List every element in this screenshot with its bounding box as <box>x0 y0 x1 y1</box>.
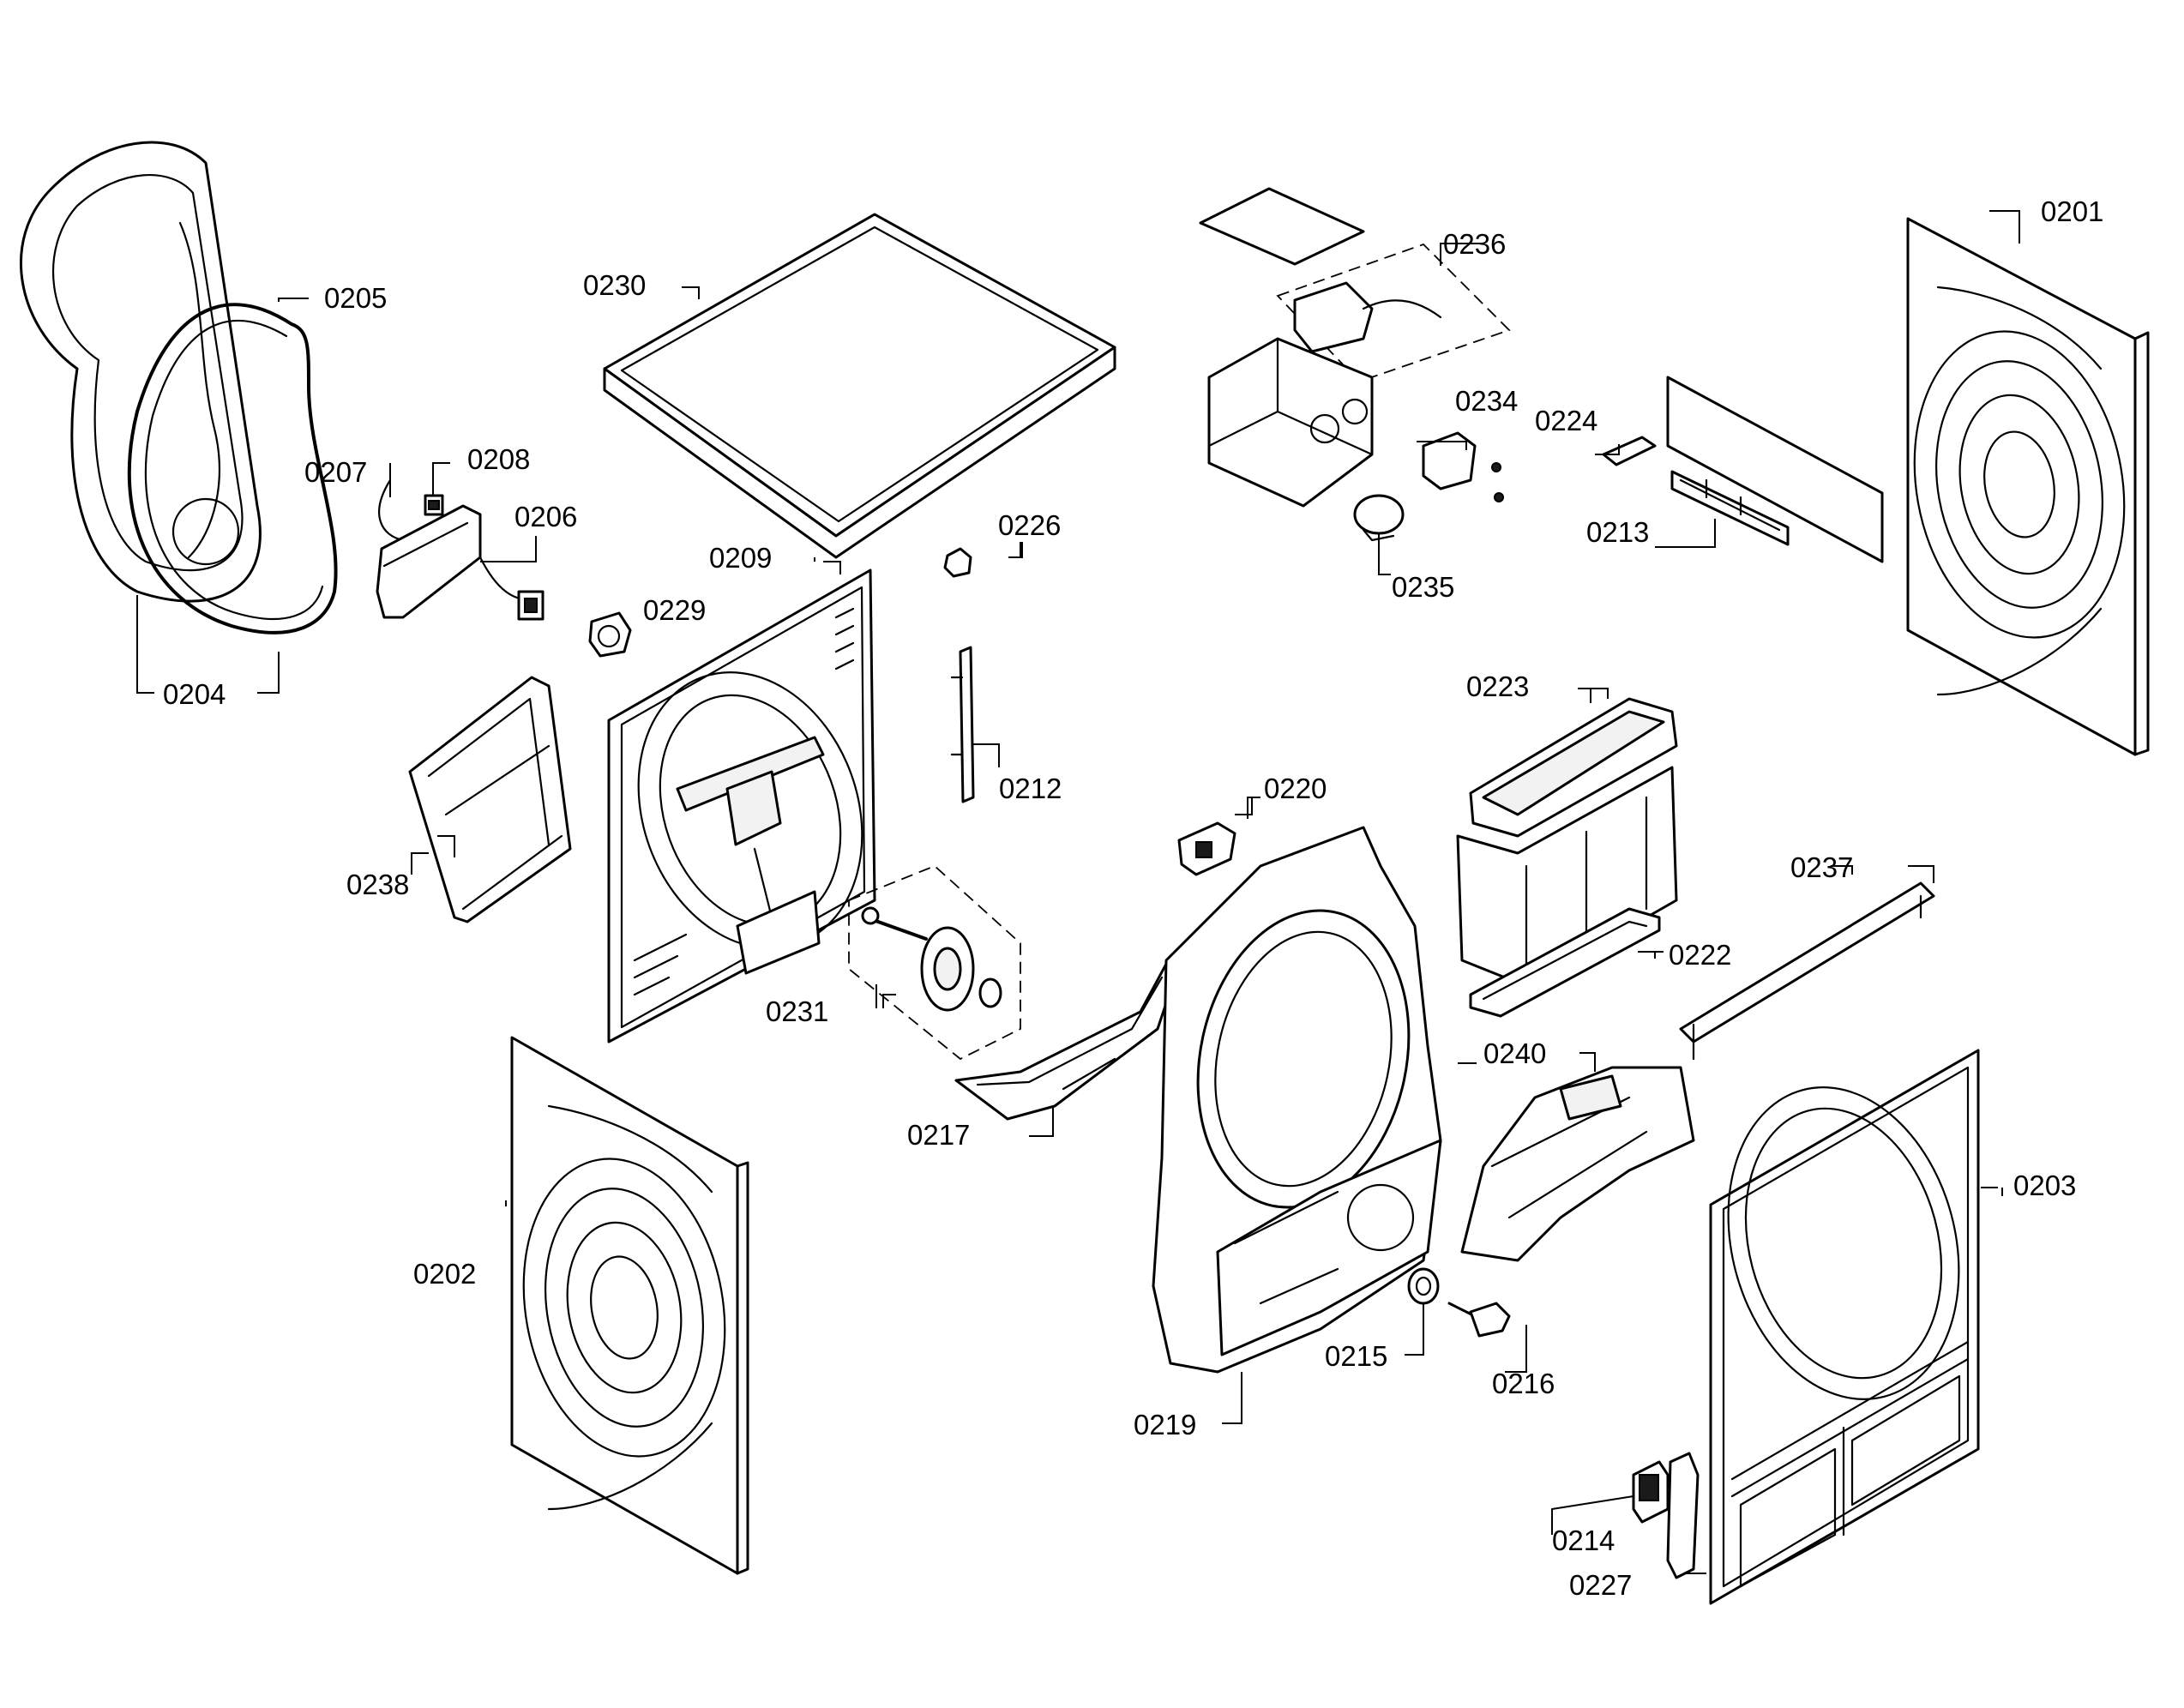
part-0204-door-frame <box>19 141 262 603</box>
part-0212-bracket <box>950 646 975 803</box>
part-0201-side-panel <box>1906 217 2150 756</box>
label-0230: 0230 <box>583 269 646 301</box>
label-0215: 0215 <box>1325 1340 1387 1372</box>
label-0224: 0224 <box>1535 405 1597 436</box>
label-0201: 0201 <box>2041 195 2103 227</box>
part-0206-door-lock <box>376 504 544 621</box>
label-0209: 0209 <box>709 542 772 574</box>
part-0230-top-cover <box>603 213 1116 559</box>
part-0240-blower-housing <box>1460 1066 1695 1262</box>
label-0226: 0226 <box>998 509 1061 541</box>
part-0213-control-board <box>1666 376 1884 563</box>
label-0208: 0208 <box>467 443 530 475</box>
label-0216: 0216 <box>1492 1368 1555 1399</box>
label-0213: 0213 <box>1586 516 1649 548</box>
part-0208-clip <box>424 494 444 516</box>
part-0214-switch <box>1632 1460 1670 1524</box>
label-0205: 0205 <box>324 282 387 314</box>
part-0234-selector <box>1422 431 1504 502</box>
label-0202: 0202 <box>413 1258 476 1290</box>
part-0229-sensor <box>588 611 632 658</box>
label-0235: 0235 <box>1392 571 1454 603</box>
label-0234: 0234 <box>1455 385 1518 417</box>
label-0212: 0212 <box>999 773 1062 804</box>
label-0223: 0223 <box>1466 671 1529 702</box>
label-0203: 0203 <box>2013 1170 2076 1201</box>
label-0214: 0214 <box>1552 1525 1615 1556</box>
label-0217: 0217 <box>907 1119 970 1151</box>
leader-lines <box>136 210 2020 1574</box>
label-0231: 0231 <box>766 995 828 1027</box>
label-0238: 0238 <box>346 869 409 900</box>
label-0237: 0237 <box>1790 851 1853 883</box>
part-0236-control-housing <box>1199 187 1511 383</box>
part-0205-door-gasket <box>127 303 338 634</box>
label-0220: 0220 <box>1264 773 1327 804</box>
part-labels: 0201 0202 0203 0204 0205 0206 0207 0208 … <box>163 195 2103 1601</box>
label-0236: 0236 <box>1443 228 1506 260</box>
part-0227-bracket <box>1666 1452 1700 1579</box>
part-0220-clip <box>1177 821 1236 876</box>
part-0224-clip <box>1602 436 1657 466</box>
part-0209-rear-panel <box>607 568 876 1043</box>
label-connectors <box>437 210 2008 1535</box>
label-0222: 0222 <box>1669 939 1731 971</box>
label-0204: 0204 <box>163 678 226 710</box>
part-0203-front-panel <box>1709 1049 1980 1605</box>
part-0219-front-bulkhead <box>1152 826 1442 1374</box>
part-0215-cap <box>1407 1267 1440 1305</box>
label-0240: 0240 <box>1483 1037 1546 1069</box>
part-0238-air-duct <box>408 676 572 923</box>
part-0202-side-panel <box>510 1036 749 1575</box>
part-0237-rail <box>1679 881 1935 1061</box>
label-0229: 0229 <box>643 594 706 626</box>
part-0236-box <box>1207 337 1374 508</box>
label-0206: 0206 <box>514 501 577 532</box>
label-0219: 0219 <box>1134 1409 1196 1440</box>
label-0207: 0207 <box>304 456 367 488</box>
part-0226-knob <box>943 547 972 578</box>
part-0222-filter-gasket <box>1469 907 1661 1018</box>
label-0227: 0227 <box>1569 1569 1632 1601</box>
part-0216-sensor <box>1447 1302 1511 1338</box>
part-0231-pulley-assembly <box>848 864 1021 1061</box>
